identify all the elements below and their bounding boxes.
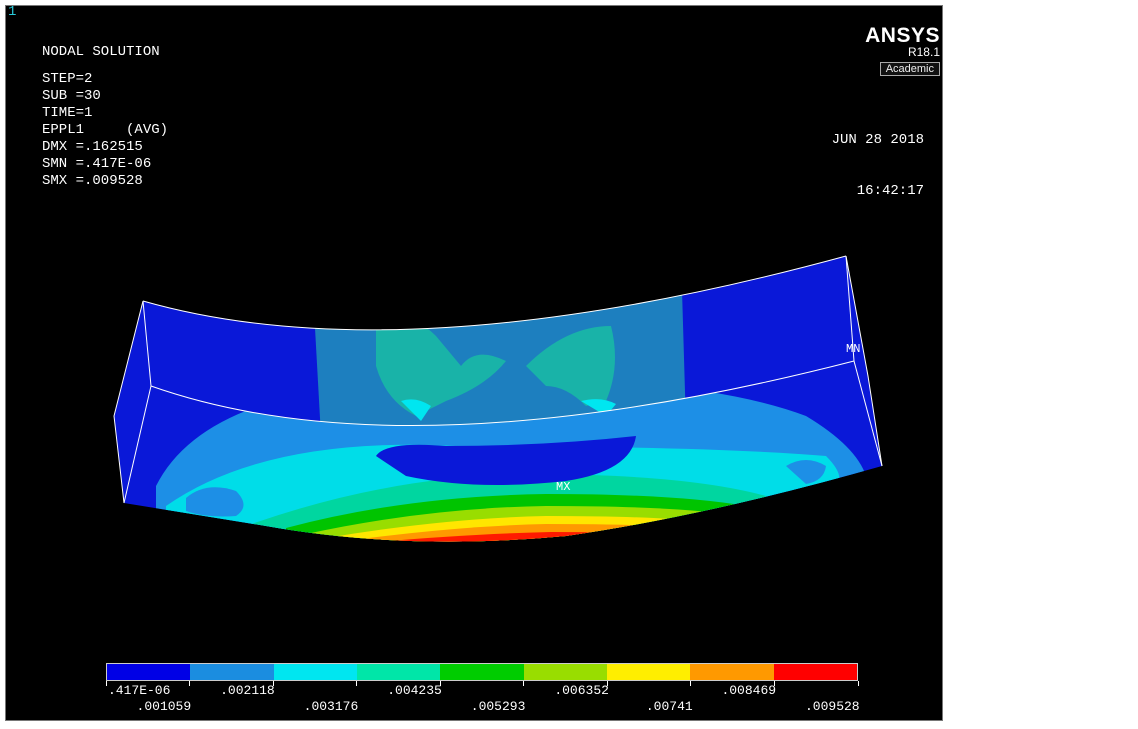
legend-tick xyxy=(439,681,441,686)
legend-label: .009528 xyxy=(805,699,860,714)
legend-label: .002118 xyxy=(220,683,275,698)
legend-label: .008469 xyxy=(721,683,777,698)
legend-swatch xyxy=(190,664,274,680)
legend-swatch xyxy=(606,664,691,680)
legend-tick xyxy=(189,681,191,686)
legend-label: .001059 xyxy=(136,699,192,714)
plot-title: NODAL SOLUTION xyxy=(42,44,160,60)
legend-tick xyxy=(356,681,358,686)
max-marker: MX xyxy=(556,480,570,494)
legend-tick xyxy=(690,681,692,686)
timestamp: JUN 28 2018 16:42:17 xyxy=(832,98,924,234)
legend-swatch xyxy=(273,664,357,680)
right-end-face xyxy=(846,256,882,466)
min-marker: MN xyxy=(846,342,860,356)
plot-time: 16:42:17 xyxy=(856,183,924,199)
contour-model-view[interactable]: MX MN xyxy=(6,6,942,656)
legend-swatch xyxy=(356,664,441,680)
legend-color-bar xyxy=(106,663,858,681)
legend-label: .00741 xyxy=(645,699,693,714)
legend-swatch xyxy=(440,664,524,680)
left-end-face xyxy=(114,301,151,503)
legend-label: .005293 xyxy=(470,699,526,714)
legend-tick xyxy=(606,681,608,686)
legend-swatch xyxy=(107,664,191,680)
legend-tick xyxy=(773,681,775,686)
legend-tick xyxy=(857,681,859,686)
brand-block: ANSYS R18.1 Academic xyxy=(820,24,940,77)
legend-label: .417E-06 xyxy=(108,683,171,698)
legend-tick xyxy=(523,681,525,686)
legend-label: .003176 xyxy=(303,699,359,714)
param-dmx: DMX =.162515 xyxy=(42,139,143,155)
legend-swatch xyxy=(773,664,857,680)
brand-logo: ANSYS xyxy=(865,24,940,47)
param-time: TIME=1 xyxy=(42,105,93,121)
plot-date: JUN 28 2018 xyxy=(831,132,924,148)
legend-tick xyxy=(272,681,274,686)
beam-edges xyxy=(113,255,883,504)
license-badge: Academic xyxy=(879,62,940,76)
param-step: STEP=2 xyxy=(42,71,93,87)
window-number: 1 xyxy=(8,4,17,20)
param-result-item: EPPL1 (AVG) xyxy=(42,122,169,138)
param-smx: SMX =.009528 xyxy=(42,173,143,189)
legend-swatch xyxy=(690,664,774,680)
legend-label: .006352 xyxy=(554,683,609,698)
contour-legend: .417E-06.001059 .002118 .003176 .004235 .005… xyxy=(105,663,860,714)
param-substep: SUB =30 xyxy=(42,88,101,104)
legend-tick xyxy=(105,681,107,686)
legend-label: .004235 xyxy=(387,683,442,698)
solution-parameters: STEP=2 SUB =30 TIME=1 EPPL1 (AVG) DMX =.… xyxy=(42,71,168,190)
legend-swatch xyxy=(523,664,607,680)
graphics-window[interactable]: 1 NODAL SOLUTION STEP=2 SUB =30 TIME=1 E… xyxy=(5,4,943,721)
brand-version: R18.1 xyxy=(907,45,940,59)
param-smn: SMN =.417E-06 xyxy=(42,156,152,172)
